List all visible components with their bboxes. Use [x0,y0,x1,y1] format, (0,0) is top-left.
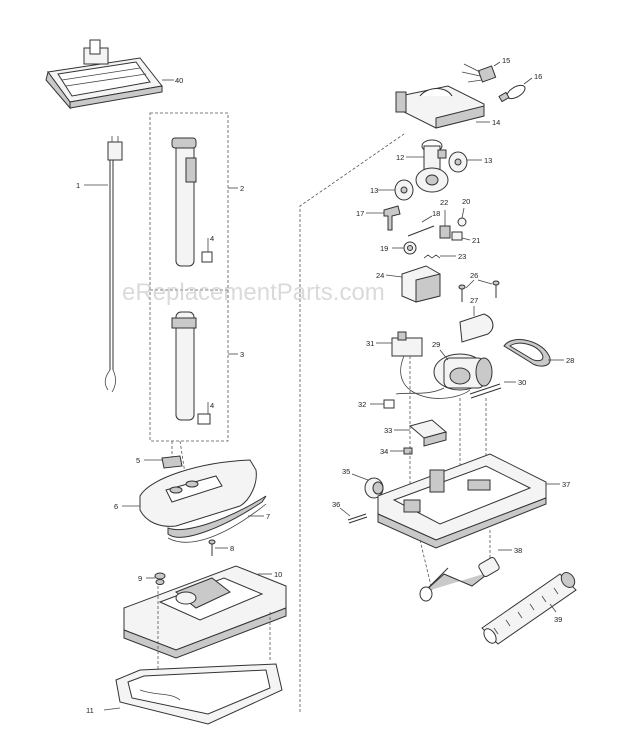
part-31-switch: 31 [366,331,423,357]
part-23-spring: 23 [423,252,466,261]
part-17-lever: 17 [356,205,401,231]
callout-11: 11 [86,706,94,715]
callout-1: 1 [76,181,80,190]
callout-29: 29 [432,340,440,349]
callout-9: 9 [138,574,142,583]
callout-26: 26 [470,271,478,280]
part-22-bracket: 22 [439,198,451,239]
watermark: eReplacementParts.com [122,279,385,306]
callout-5: 5 [136,456,140,465]
callout-15: 15 [502,56,510,65]
part-11-base-plate: 11 [86,663,283,725]
callout-38: 38 [514,546,522,555]
part-32-connector: 32 [358,399,395,409]
callout-18: 18 [432,209,440,218]
part-20-washer: 20 [457,197,470,227]
part-28-belt: 28 [503,339,574,367]
callout-36: 36 [332,500,340,509]
callout-7: 7 [266,512,270,521]
callout-12: 12 [396,153,404,162]
callout-6: 6 [114,502,118,511]
callout-8: 8 [230,544,234,553]
part-29-motor: 29 [432,340,493,391]
callout-32: 32 [358,400,366,409]
callout-34: 34 [380,447,388,456]
callout-21: 21 [472,236,480,245]
part-8-screw: 8 [208,539,234,556]
upper-handle-tube: 4 [171,137,214,267]
part-10-hood: 10 [123,565,287,659]
part-19-gear: 19 [380,241,417,255]
callout-39: 39 [554,615,562,624]
part-34-clip: 34 [380,447,413,456]
callout-19: 19 [380,244,388,253]
part-18-rod: 18 [407,209,440,237]
part-21-clip: 21 [451,231,480,245]
part-37-base-housing: 37 [377,453,570,549]
callout-20: 20 [462,197,470,206]
part-9-fastener: 9 [138,572,166,585]
callout-2: 2 [240,184,244,193]
part-30-pin: 30 [469,378,526,399]
part-33-bracket: 33 [384,419,448,447]
callout-33: 33 [384,426,392,435]
callout-40: 40 [175,76,183,85]
part-13b-disk: 13 [448,151,492,173]
callout-3: 3 [240,350,244,359]
part-5-latch: 5 [136,455,183,469]
part-39-brush-roll: 39 [481,572,577,645]
part-13a-disk: 13 [370,179,414,201]
part-14-headlight-housing: 14 [395,85,500,129]
part-16-bulb: 16 [498,72,542,103]
callout-28: 28 [566,356,574,365]
part-38-drive-shaft: 38 [419,546,522,602]
callout-14: 14 [492,118,500,127]
callout-35: 35 [342,467,350,476]
callout-13b: 13 [484,156,492,165]
callout-27: 27 [470,296,478,305]
lower-handle-tube: 4 [171,311,214,425]
callout-37: 37 [562,480,570,489]
part-26-screws: 26 [458,271,500,302]
part-36-axle: 36 [332,500,368,524]
callout-23: 23 [458,252,466,261]
callout-13a: 13 [370,186,378,195]
part-12-fan-assembly: 12 [396,139,449,193]
part-24-bracket: 24 [376,265,441,303]
callout-10: 10 [274,570,282,579]
callout-30: 30 [518,378,526,387]
part-6-top-cover: 6 [114,459,257,527]
part-15-bulb-socket: 15 [461,56,510,83]
part-7-bumper: 7 [167,495,270,543]
callout-4a: 4 [210,234,214,243]
callout-17: 17 [356,209,364,218]
callout-31: 31 [366,339,374,348]
callout-16: 16 [534,72,542,81]
callout-4b: 4 [210,401,214,410]
callout-24: 24 [376,271,384,280]
part-27-belt-cover: 27 [459,296,494,343]
callout-22: 22 [440,198,448,207]
handle-assembly-group: 2 3 [149,112,244,442]
part-35-wheel: 35 [342,467,384,499]
part-1-power-cord: 1 [76,136,123,393]
part-40-accessory-tool: 40 [45,39,183,110]
